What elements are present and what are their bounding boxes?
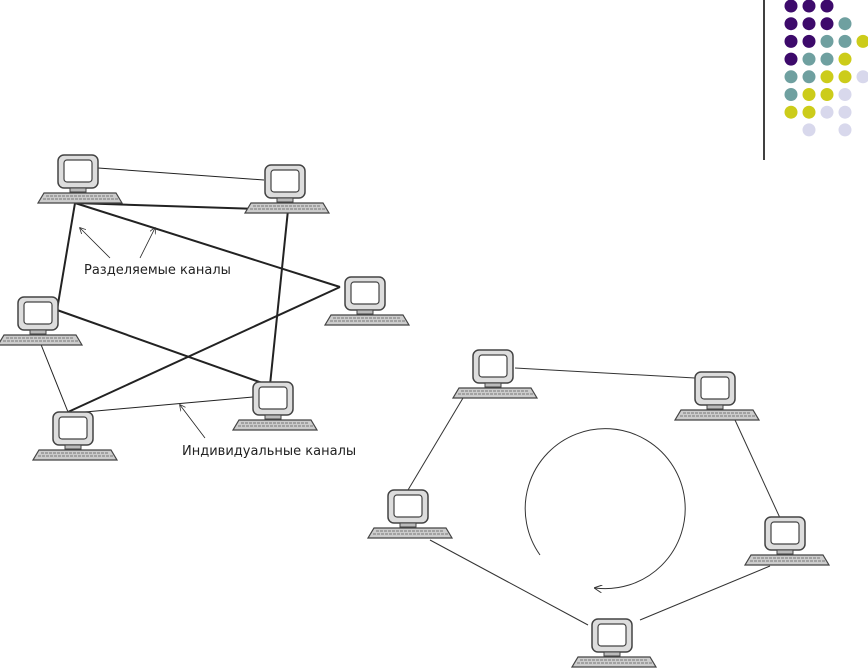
decor-dot bbox=[838, 105, 852, 119]
decorative-dot-grid bbox=[784, 0, 868, 137]
decor-dot bbox=[784, 34, 798, 48]
decor-dot bbox=[838, 88, 852, 101]
computer-icon bbox=[744, 516, 830, 566]
decor-dot bbox=[784, 17, 798, 31]
ring-direction-arrow bbox=[524, 428, 686, 589]
decor-dot bbox=[802, 17, 816, 31]
decor-dot bbox=[802, 70, 816, 84]
shared-channels-label: Разделяемые каналы bbox=[84, 263, 231, 278]
decor-dot bbox=[784, 105, 798, 119]
individual-channels-label: Индивидуальные каналы bbox=[182, 444, 356, 459]
computer-icon bbox=[674, 371, 760, 421]
computer-icon bbox=[37, 154, 123, 204]
decor-dot bbox=[820, 52, 834, 66]
computer-icon bbox=[0, 296, 83, 346]
decor-dot bbox=[820, 0, 834, 13]
left-network-links bbox=[39, 167, 341, 439]
decor-dot bbox=[838, 34, 852, 48]
decor-dot bbox=[838, 123, 852, 137]
decor-dot bbox=[838, 70, 852, 84]
decor-dot bbox=[784, 0, 798, 13]
computer-icon bbox=[324, 276, 410, 326]
decor-dot bbox=[802, 34, 816, 48]
computer-icon bbox=[232, 381, 318, 431]
decor-dot bbox=[784, 52, 798, 66]
decor-dot bbox=[856, 34, 868, 48]
computer-icon bbox=[367, 489, 453, 539]
decor-dot bbox=[802, 123, 816, 137]
decor-dot bbox=[820, 88, 834, 101]
decor-dot bbox=[838, 17, 852, 31]
decor-dot bbox=[820, 17, 834, 31]
decor-dot bbox=[802, 88, 816, 101]
decor-dot bbox=[820, 105, 834, 119]
decor-dot bbox=[838, 52, 852, 66]
computer-icon bbox=[571, 618, 657, 668]
decor-dot bbox=[784, 70, 798, 84]
decor-dot bbox=[820, 34, 834, 48]
decor-dot bbox=[802, 0, 816, 13]
decor-dot bbox=[802, 52, 816, 66]
decor-dot bbox=[802, 105, 816, 119]
computer-icon bbox=[32, 411, 118, 461]
ring-network-links bbox=[407, 367, 781, 626]
decor-dot bbox=[784, 88, 798, 101]
decor-dot bbox=[856, 70, 868, 84]
computer-icon bbox=[452, 349, 538, 399]
decor-dot bbox=[820, 70, 834, 84]
computer-icon bbox=[244, 164, 330, 214]
